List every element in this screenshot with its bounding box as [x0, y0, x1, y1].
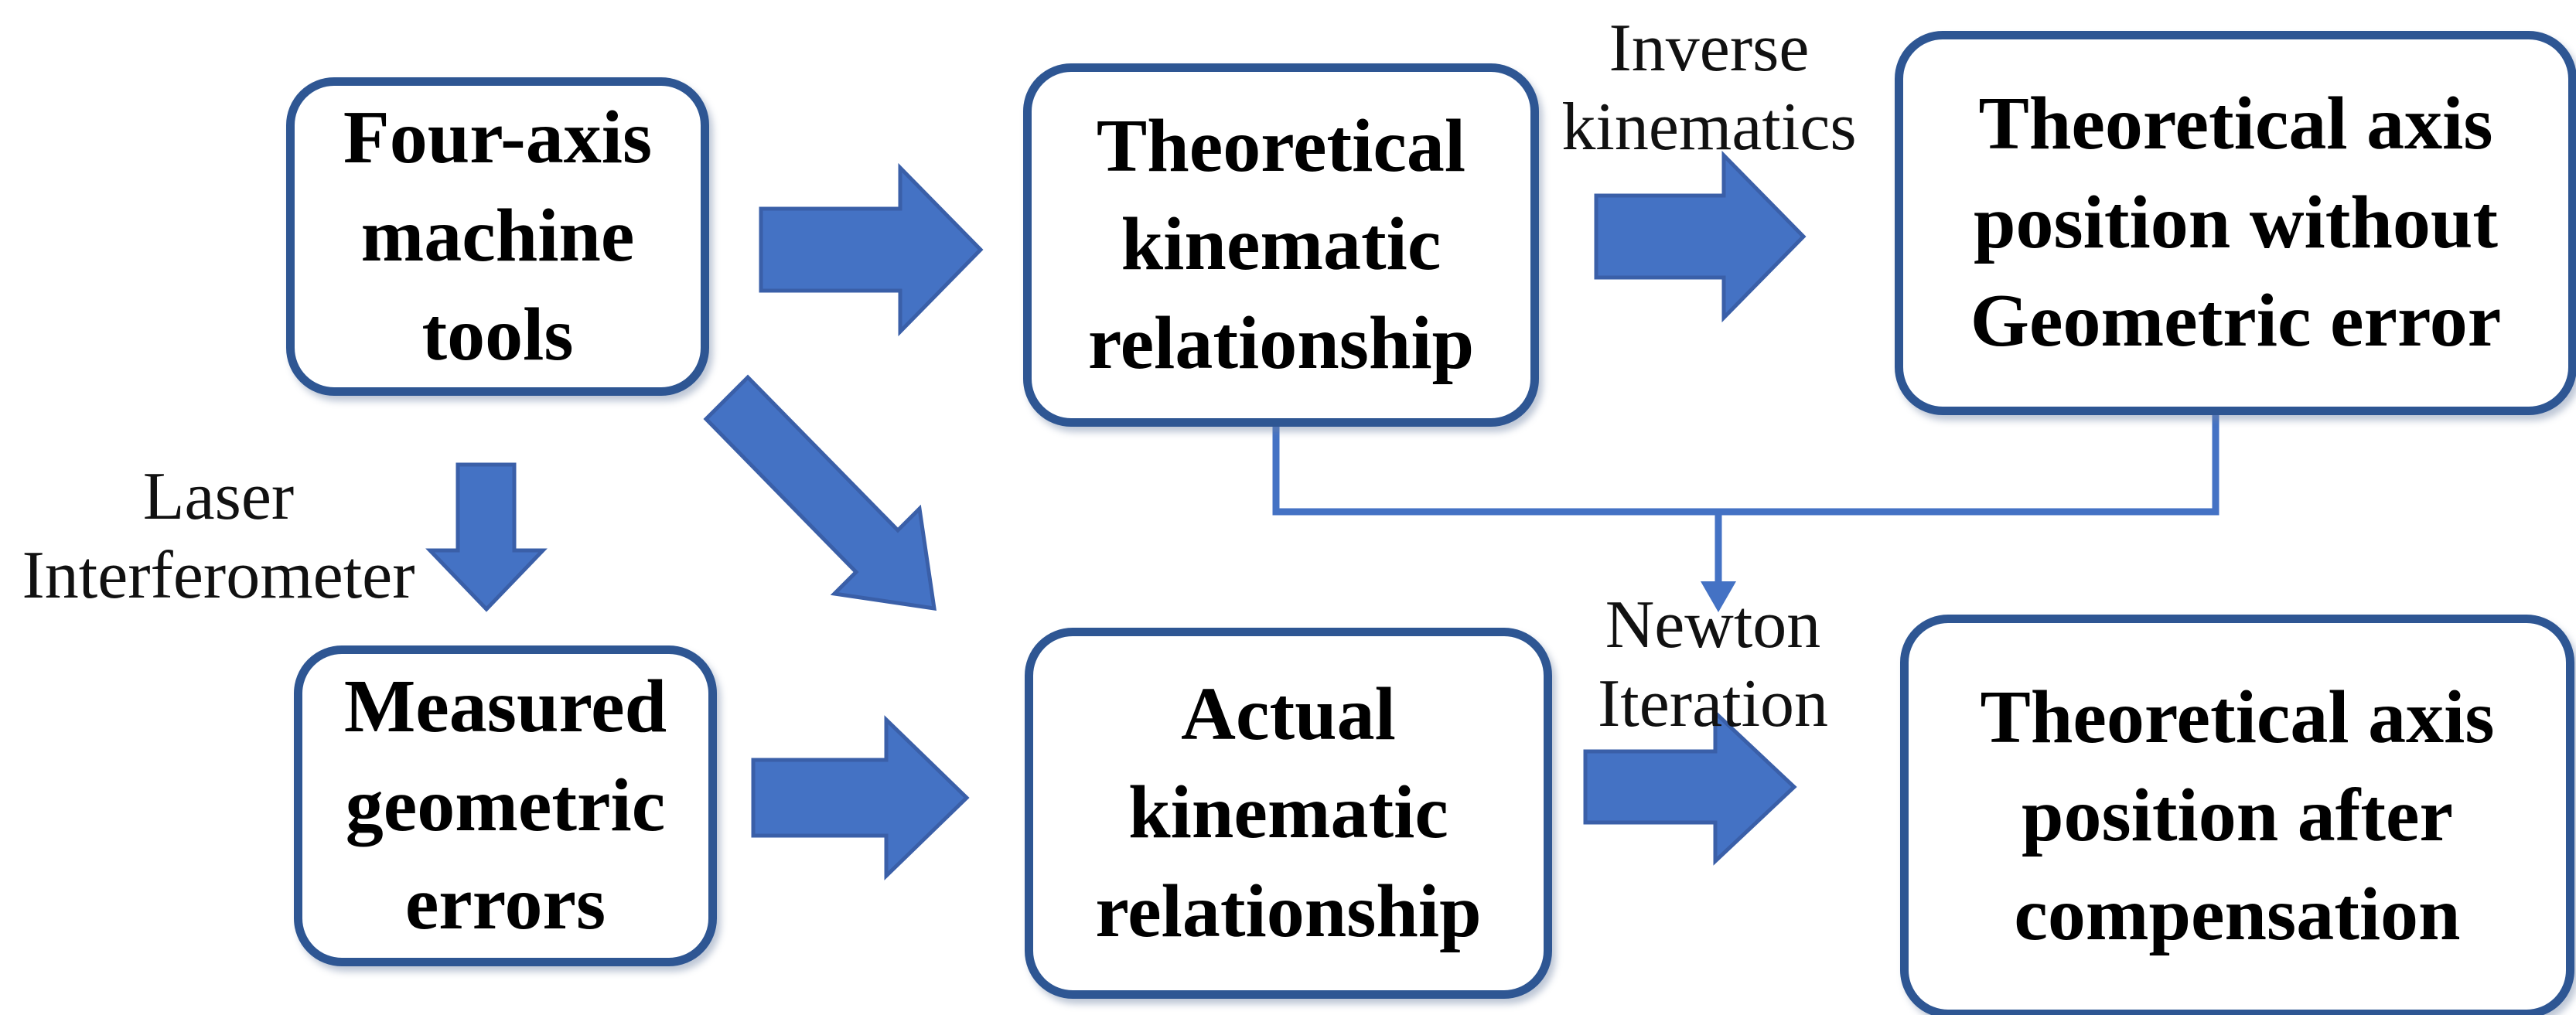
node-text-line: Measured: [343, 665, 667, 749]
node-text-line: geometric: [345, 763, 666, 847]
node-text-line: relationship: [1095, 869, 1482, 953]
node-theoretical-kinematic-relationship: Theoretical kinematic relationship: [1023, 63, 1539, 427]
right-block-arrow-icon: [759, 162, 984, 337]
label-text-line: Iteration: [1597, 666, 1829, 742]
node-actual-kinematic-relationship: Actual kinematic relationship: [1025, 628, 1552, 999]
right-block-arrow-icon: [751, 715, 970, 880]
label-text-line: kinematics: [1561, 90, 1857, 165]
merge-down-arrowhead-icon: [1701, 581, 1736, 612]
label-text-line: Laser: [142, 459, 295, 534]
node-four-axis-machine-tools: Four-axis machine tools: [286, 77, 709, 396]
node-text-line: kinematic: [1121, 203, 1442, 287]
node-text-line: tools: [421, 292, 574, 376]
label-laser-interferometer: Laser Interferometer: [0, 458, 437, 615]
node-text-line: machine: [360, 194, 635, 278]
node-text-line: kinematic: [1128, 771, 1448, 855]
node-text-line: errors: [404, 862, 606, 946]
node-text-line: position after: [2022, 774, 2453, 858]
node-theoretical-axis-position-after-compensation: Theoretical axis position after compensa…: [1900, 615, 2574, 1015]
down-block-arrow-icon: [425, 462, 548, 612]
diagonal-block-arrow-icon: [703, 374, 937, 611]
label-inverse-kinematics: Inverse kinematics: [1539, 9, 1879, 167]
node-text-line: Four-axis: [343, 95, 653, 179]
label-newton-iteration: Newton Iteration: [1574, 586, 1852, 744]
right-block-arrow-icon: [1583, 708, 1797, 866]
node-text-line: relationship: [1087, 301, 1475, 385]
node-text-line: Theoretical: [1096, 104, 1466, 188]
node-measured-geometric-errors: Measured geometric errors: [294, 645, 717, 966]
node-text-line: Theoretical axis: [1980, 675, 2495, 759]
label-text-line: Newton: [1605, 588, 1821, 662]
node-theoretical-axis-position-without-geometric-error: Theoretical axis position without Geomet…: [1895, 31, 2576, 415]
label-text-line: Inverse: [1609, 11, 1810, 86]
elbow-connector: [1272, 398, 2219, 516]
node-text-line: compensation: [2014, 872, 2461, 956]
node-text-line: Geometric error: [1970, 279, 2502, 363]
right-block-arrow-icon: [1594, 150, 1807, 323]
node-text-line: Actual: [1181, 672, 1396, 756]
node-text-line: position without: [1973, 180, 2498, 264]
label-text-line: Interferometer: [22, 538, 415, 614]
node-text-line: Theoretical axis: [1978, 82, 2493, 166]
